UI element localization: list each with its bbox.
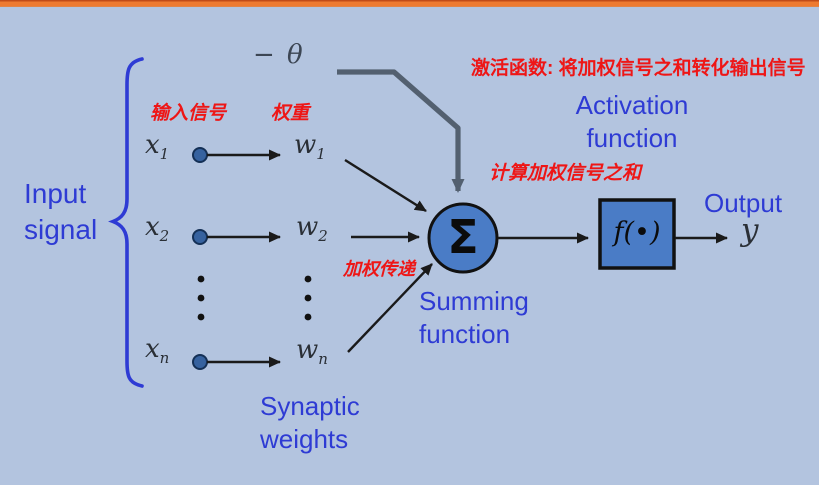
input-brace: [108, 57, 144, 388]
ellipsis-dots: [197, 275, 312, 321]
input-signal-cn-annotation: 输入信号: [150, 103, 227, 124]
synaptic-weights-label: Synaptic weights: [260, 391, 360, 455]
connection-w1-sum: [344, 158, 427, 213]
weight-w1-label: w1: [294, 130, 326, 164]
input-x2-label: x2: [145, 212, 170, 246]
input-row-n: [192, 354, 281, 370]
activation-box: [598, 198, 676, 270]
top-orange-bar: [0, 0, 819, 7]
input-dot-2: [192, 229, 208, 245]
input-dot-n: [192, 354, 208, 370]
output-variable: y: [741, 212, 759, 248]
input-x1-label: x1: [145, 130, 170, 164]
connection-wn-sum: [347, 263, 433, 353]
input-row-1: [192, 147, 281, 163]
summing-function-label: Summing function: [419, 286, 529, 350]
activation-cn-annotation: 激活函数: 将加权信号之和转化输出信号: [471, 58, 806, 79]
input-row-2: [192, 229, 281, 245]
threshold-label: − θ: [253, 40, 305, 70]
weights-cn-annotation: 权重: [271, 103, 310, 124]
weighted-transfer-cn-annotation: 加权传递: [343, 259, 415, 279]
weight-w2-label: w2: [296, 212, 328, 246]
weight-wn-label: wn: [296, 335, 328, 369]
input-signal-line1: Input: [24, 178, 87, 209]
activation-function-label: Activation function: [575, 90, 689, 154]
output-label: Output: [704, 188, 783, 218]
input-xn-label: xn: [145, 334, 170, 368]
input-signal-line2: signal: [24, 213, 98, 245]
sum-symbol: Σ: [447, 210, 479, 264]
input-dot-1: [192, 147, 208, 163]
theta-line: [337, 69, 465, 193]
input-signal-label: Input signal: [24, 176, 97, 248]
weighted-sum-cn-annotation: 计算加权信号之和: [489, 163, 642, 184]
sum-node-circle: [427, 202, 499, 274]
activation-symbol: f(•): [613, 217, 661, 248]
